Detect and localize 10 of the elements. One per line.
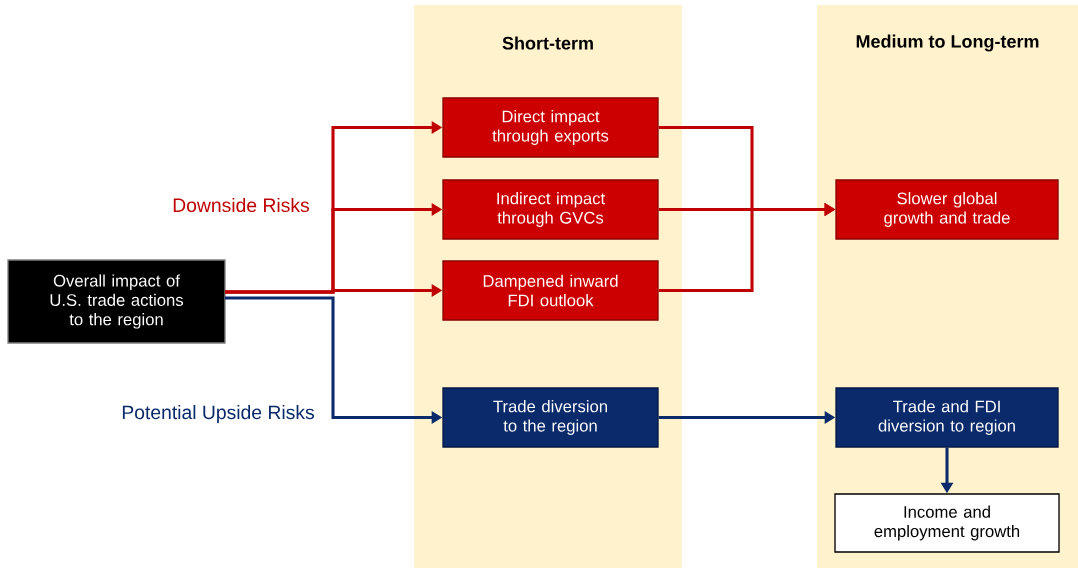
risk-label: Downside Risks bbox=[173, 197, 309, 213]
process-box: Direct impact through exports bbox=[442, 97, 659, 158]
process-box: Income and employment growth bbox=[834, 493, 1060, 553]
process-box: Trade diversion to the region bbox=[442, 387, 659, 448]
process-box: Dampened inward FDI outlook bbox=[442, 260, 659, 321]
process-box: Overall impact of U.S. trade actions to the region bbox=[7, 259, 226, 344]
process-box: Indirect impact through GVCs bbox=[442, 179, 659, 240]
process-box: Slower global growth and trade bbox=[835, 179, 1059, 240]
process-box: Trade and FDI diversion to region bbox=[835, 387, 1059, 448]
risk-label: Potential Upside Risks bbox=[122, 405, 314, 423]
